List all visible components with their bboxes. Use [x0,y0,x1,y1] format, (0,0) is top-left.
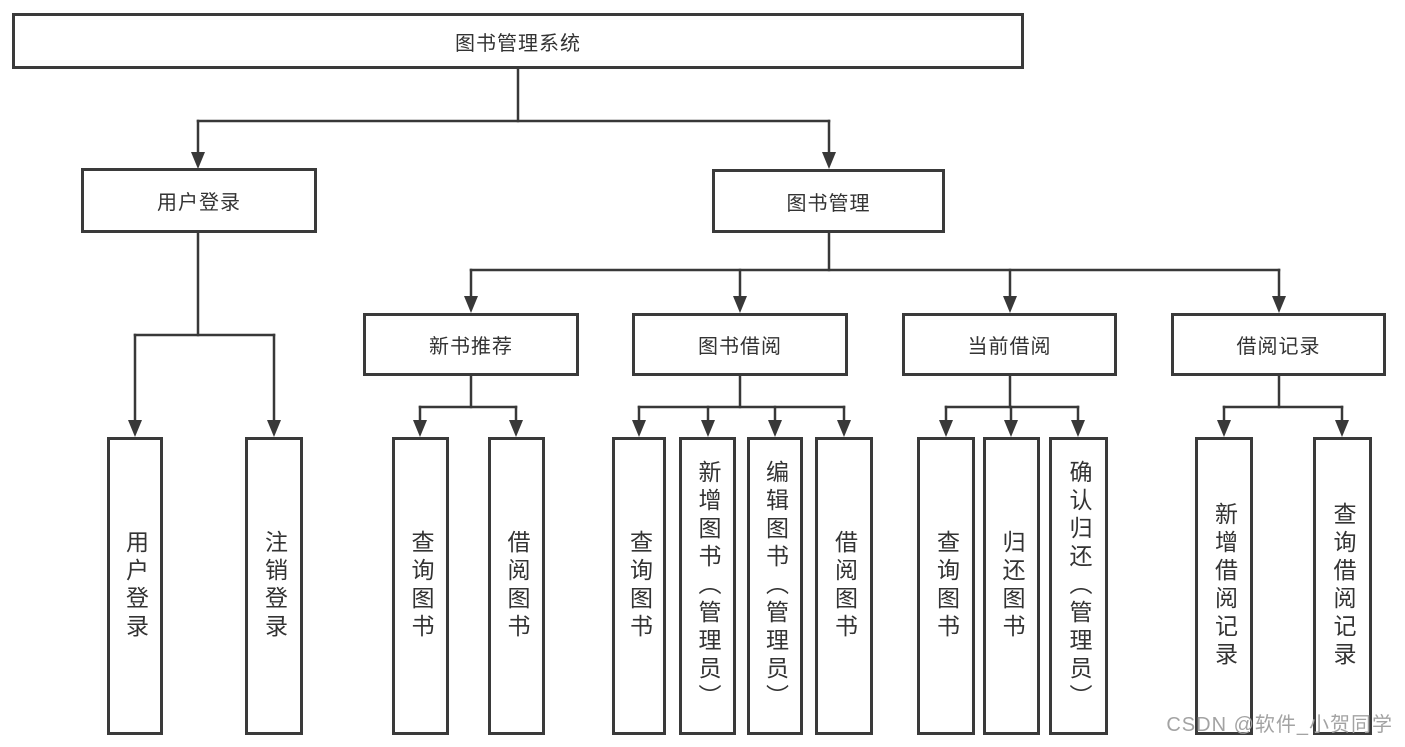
leaf-query-books-3: 查询图书 [917,437,975,735]
node-user-login: 用户登录 [81,168,317,233]
leaf-query-books-1: 查询图书 [392,437,449,735]
connector-root-branch [191,67,836,169]
leaf-logout: 注销登录 [245,437,303,735]
leaf-query-borrow-record: 查询借阅记录 [1313,437,1372,735]
leaf-add-book-admin: 新增图书（管理员） [679,437,736,735]
connector-book-borrow-branch [632,374,851,437]
connector-book-management-branch [464,231,1286,313]
leaf-return-book: 归还图书 [983,437,1040,735]
leaf-edit-book-admin: 编辑图书（管理员） [747,437,803,735]
leaf-confirm-return-admin: 确认归还（管理员） [1049,437,1108,735]
leaf-add-borrow-record: 新增借阅记录 [1195,437,1253,735]
connector-new-book-branch [413,374,523,437]
node-book-management: 图书管理 [712,169,945,233]
leaf-borrow-books-2: 借阅图书 [815,437,873,735]
leaf-user-login: 用户登录 [107,437,163,735]
leaf-query-books-2: 查询图书 [612,437,666,735]
connector-current-borrow-branch [939,374,1085,437]
node-book-borrow: 图书借阅 [632,313,848,376]
node-root: 图书管理系统 [12,13,1024,69]
connector-borrow-records-branch [1217,374,1349,437]
csdn-watermark: CSDN @软件_小贺同学 [1166,714,1393,736]
node-new-book-recommend: 新书推荐 [363,313,579,376]
node-current-borrow: 当前借阅 [902,313,1117,376]
leaf-borrow-books-1: 借阅图书 [488,437,545,735]
node-borrow-records: 借阅记录 [1171,313,1386,376]
connector-user-login-branch [128,231,281,437]
